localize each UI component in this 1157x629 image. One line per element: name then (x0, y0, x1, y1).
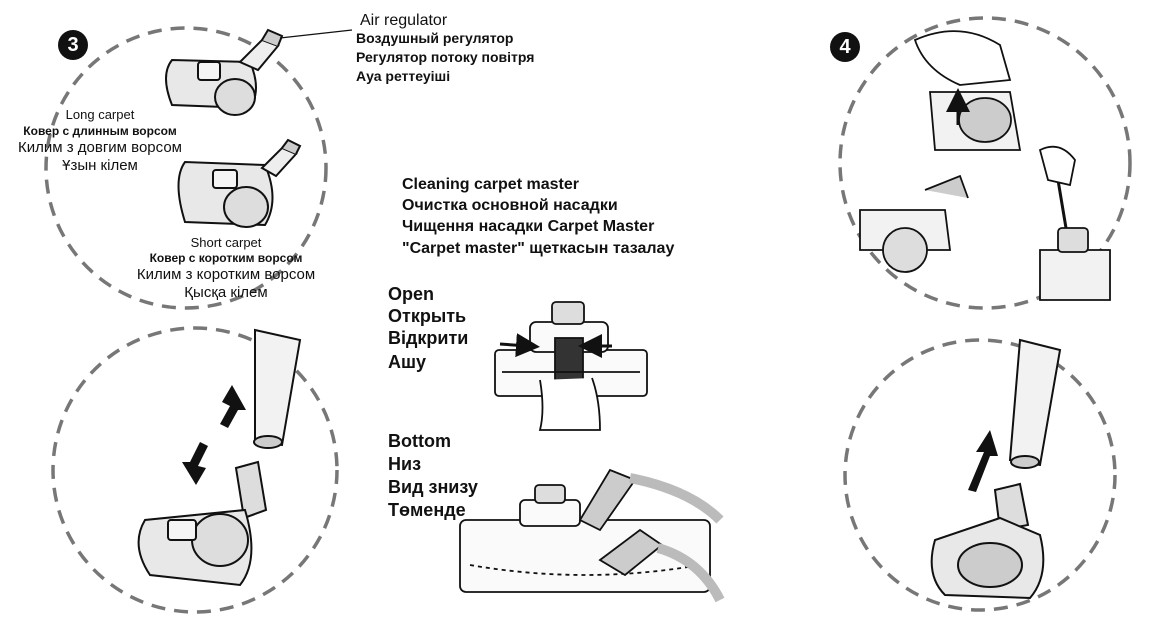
bottom-kk: Төменде (388, 500, 466, 520)
bottom-labels: Bottom Низ Вид знизу Төменде (388, 430, 478, 522)
brush-head-long-carpet-icon (165, 28, 284, 116)
cleaning-title-en: Cleaning carpet master (402, 176, 579, 193)
bottom-en: Bottom (388, 431, 451, 451)
open-ru: Открыть (388, 306, 467, 326)
open-kk: Ашу (388, 352, 427, 372)
cleaning-title-block: Cleaning carpet master Очистка основной … (402, 174, 674, 261)
open-labels: Open Открыть Відкрити Ашу (388, 283, 468, 375)
open-brush-hand-icon (494, 301, 648, 431)
air-regulator-ru: Воздушный регулятор (356, 30, 514, 46)
cleaning-title-kk: "Carpet master" щеткасын тазалау (402, 240, 675, 257)
tube-and-brush-attach-icon (137, 328, 302, 587)
step3-bottom-circle (51, 326, 339, 614)
up-down-arrows-icon (182, 385, 246, 485)
long-carpet-ru: Ковер с длинным ворсом (23, 124, 177, 138)
long-carpet-labels: Long carpet Ковер с длинным ворсом Килим… (8, 107, 192, 175)
up-down-arrow-icon (968, 430, 998, 492)
bottom-view-brush-icon (459, 468, 725, 603)
long-carpet-uk: Килим з довгим ворсом (18, 139, 182, 156)
step4-top-circle (838, 16, 1132, 310)
short-carpet-ru: Ковер с коротким ворсом (149, 251, 303, 265)
bottom-uk: Вид знизу (388, 477, 478, 497)
step4-bottom-circle (843, 338, 1117, 612)
air-regulator-uk: Регулятор потоку повітря (356, 49, 535, 65)
long-carpet-en: Long carpet (65, 107, 135, 122)
short-carpet-en: Short carpet (190, 235, 262, 250)
tube-and-turbo-brush-icon (930, 338, 1062, 600)
long-carpet-kk: Ұзын кілем (62, 157, 138, 174)
brush-disassembly-icon (859, 30, 1111, 301)
open-en: Open (388, 284, 435, 304)
short-carpet-uk: Килим з коротким ворсом (136, 266, 316, 283)
brush-head-short-carpet-icon (177, 138, 302, 228)
cleaning-title-ru: Очистка основной насадки (402, 197, 618, 214)
short-carpet-kk: Қысқа кілем (184, 284, 268, 301)
step-3-badge: 3 (58, 30, 88, 60)
bottom-ru: Низ (388, 454, 422, 474)
step-4-badge: 4 (830, 32, 860, 62)
cleaning-title-uk: Чищення насадки Carpet Master (402, 218, 655, 235)
open-uk: Відкрити (388, 328, 469, 348)
air-regulator-en: Air regulator (360, 12, 448, 29)
short-carpet-labels: Short carpet Ковер с коротким ворсом Кил… (118, 235, 334, 302)
step3-top-circle (44, 26, 328, 310)
air-regulator-kk: Ауа реттеуіші (356, 68, 451, 84)
